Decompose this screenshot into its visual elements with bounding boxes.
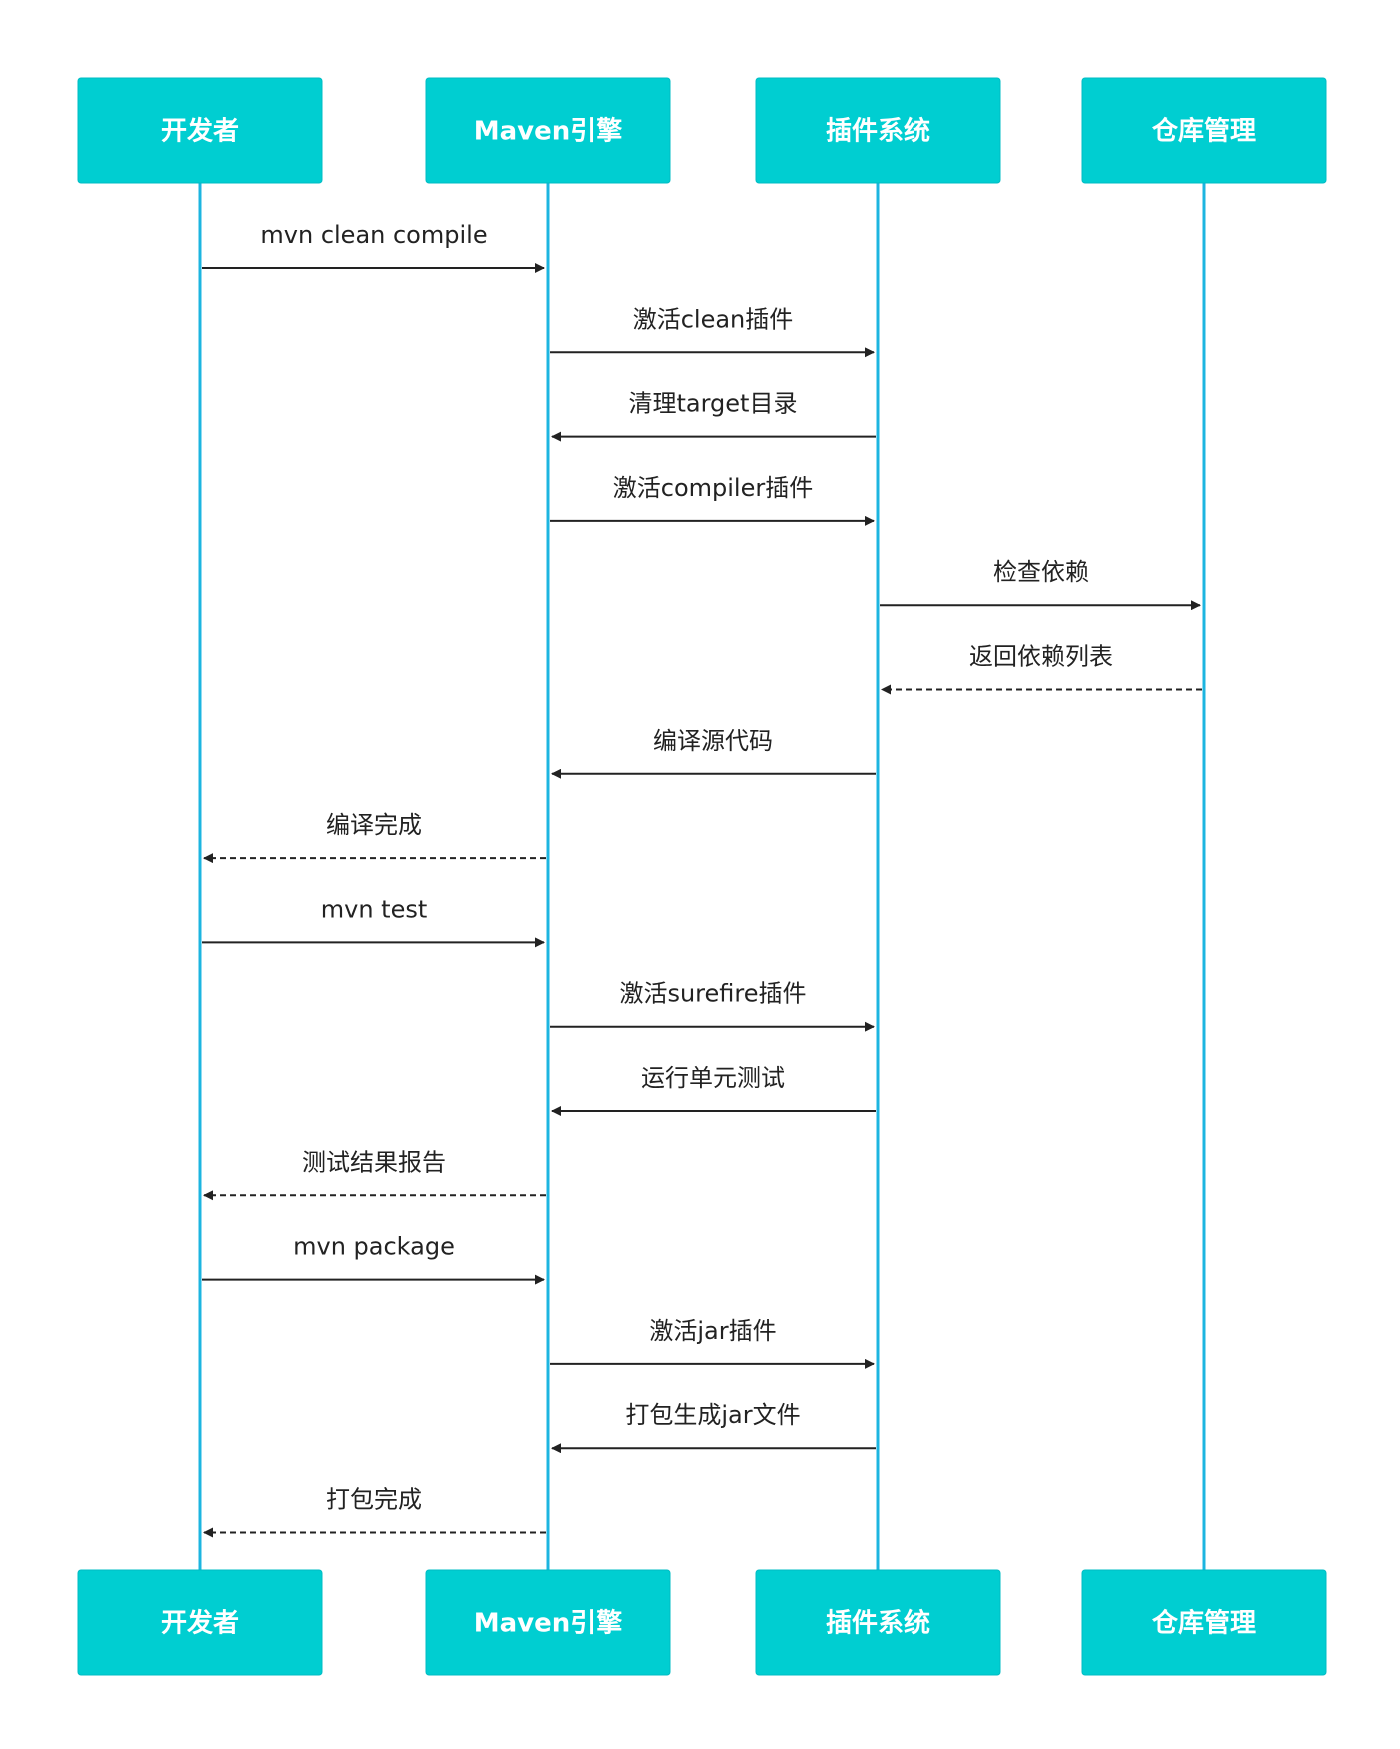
actor-label: 插件系统 <box>826 116 930 147</box>
actor-box <box>425 1569 671 1676</box>
actors-bottom: 开发者 Maven引擎 插件系统 仓库管理 <box>77 1569 1327 1676</box>
message-label: 编译源代码 <box>653 727 773 755</box>
actor-label: 开发者 <box>161 116 239 147</box>
message-label: mvn clean compile <box>260 221 487 249</box>
message-label: 检查依赖 <box>993 558 1089 586</box>
message-14: 激活jar插件 <box>550 1317 875 1369</box>
message-2: 激活clean插件 <box>550 305 875 358</box>
message-label: 测试结果报告 <box>302 1148 446 1176</box>
actor-maven-top: Maven引擎 <box>425 77 671 184</box>
message-label: 打包生成jar文件 <box>625 1401 800 1429</box>
message-label: 清理target目录 <box>629 390 798 418</box>
actor-maven-bottom: Maven引擎 <box>425 1569 671 1676</box>
actor-box <box>1081 77 1327 184</box>
message-13: mvn package <box>202 1233 545 1285</box>
message-11: 运行单元测试 <box>551 1064 876 1116</box>
message-label: 激活surefire插件 <box>619 980 806 1008</box>
message-12: 测试结果报告 <box>203 1148 546 1201</box>
actor-repo-bottom: 仓库管理 <box>1081 1569 1327 1676</box>
message-15: 打包生成jar文件 <box>551 1401 876 1454</box>
actor-label: 仓库管理 <box>1151 1608 1256 1639</box>
actor-label: Maven引擎 <box>474 117 623 147</box>
message-label: 激活compiler插件 <box>613 474 813 502</box>
message-8: 编译完成 <box>203 811 546 864</box>
message-label: 激活jar插件 <box>649 1317 776 1345</box>
message-6: 返回依赖列表 <box>881 643 1202 695</box>
actor-plugin-bottom: 插件系统 <box>755 1569 1001 1676</box>
message-label: 激活clean插件 <box>633 305 794 333</box>
message-16: 打包完成 <box>203 1486 546 1538</box>
actor-box <box>755 77 1001 184</box>
message-5: 检查依赖 <box>880 558 1201 611</box>
message-label: 编译完成 <box>326 811 422 839</box>
actor-label: 仓库管理 <box>1151 116 1256 147</box>
actor-box <box>1081 1569 1327 1676</box>
message-10: 激活surefire插件 <box>550 980 875 1032</box>
actor-plugin-top: 插件系统 <box>755 77 1001 184</box>
actor-dev-bottom: 开发者 <box>77 1569 323 1676</box>
message-7: 编译源代码 <box>551 727 876 779</box>
message-1: mvn clean compile <box>202 221 545 273</box>
actor-box <box>77 77 323 184</box>
message-label: 打包完成 <box>326 1486 422 1514</box>
actor-repo-top: 仓库管理 <box>1081 77 1327 184</box>
actor-box <box>425 77 671 184</box>
message-label: 运行单元测试 <box>641 1064 785 1092</box>
message-3: 清理target目录 <box>551 390 876 442</box>
actor-label: 插件系统 <box>826 1608 930 1639</box>
actor-label: Maven引擎 <box>474 1609 623 1639</box>
messages: mvn clean compile 激活clean插件清理target目录激活co… <box>202 221 1202 1538</box>
message-9: mvn test <box>202 895 545 948</box>
actor-label: 开发者 <box>161 1608 239 1639</box>
actor-dev-top: 开发者 <box>77 77 323 184</box>
actor-box <box>77 1569 323 1676</box>
message-label: mvn test <box>321 895 428 923</box>
actors-top: 开发者 Maven引擎 插件系统 仓库管理 <box>77 77 1327 184</box>
lifelines <box>198 183 1206 1570</box>
message-label: mvn package <box>293 1233 455 1261</box>
message-4: 激活compiler插件 <box>550 474 875 526</box>
actor-box <box>755 1569 1001 1676</box>
message-label: 返回依赖列表 <box>969 643 1113 671</box>
